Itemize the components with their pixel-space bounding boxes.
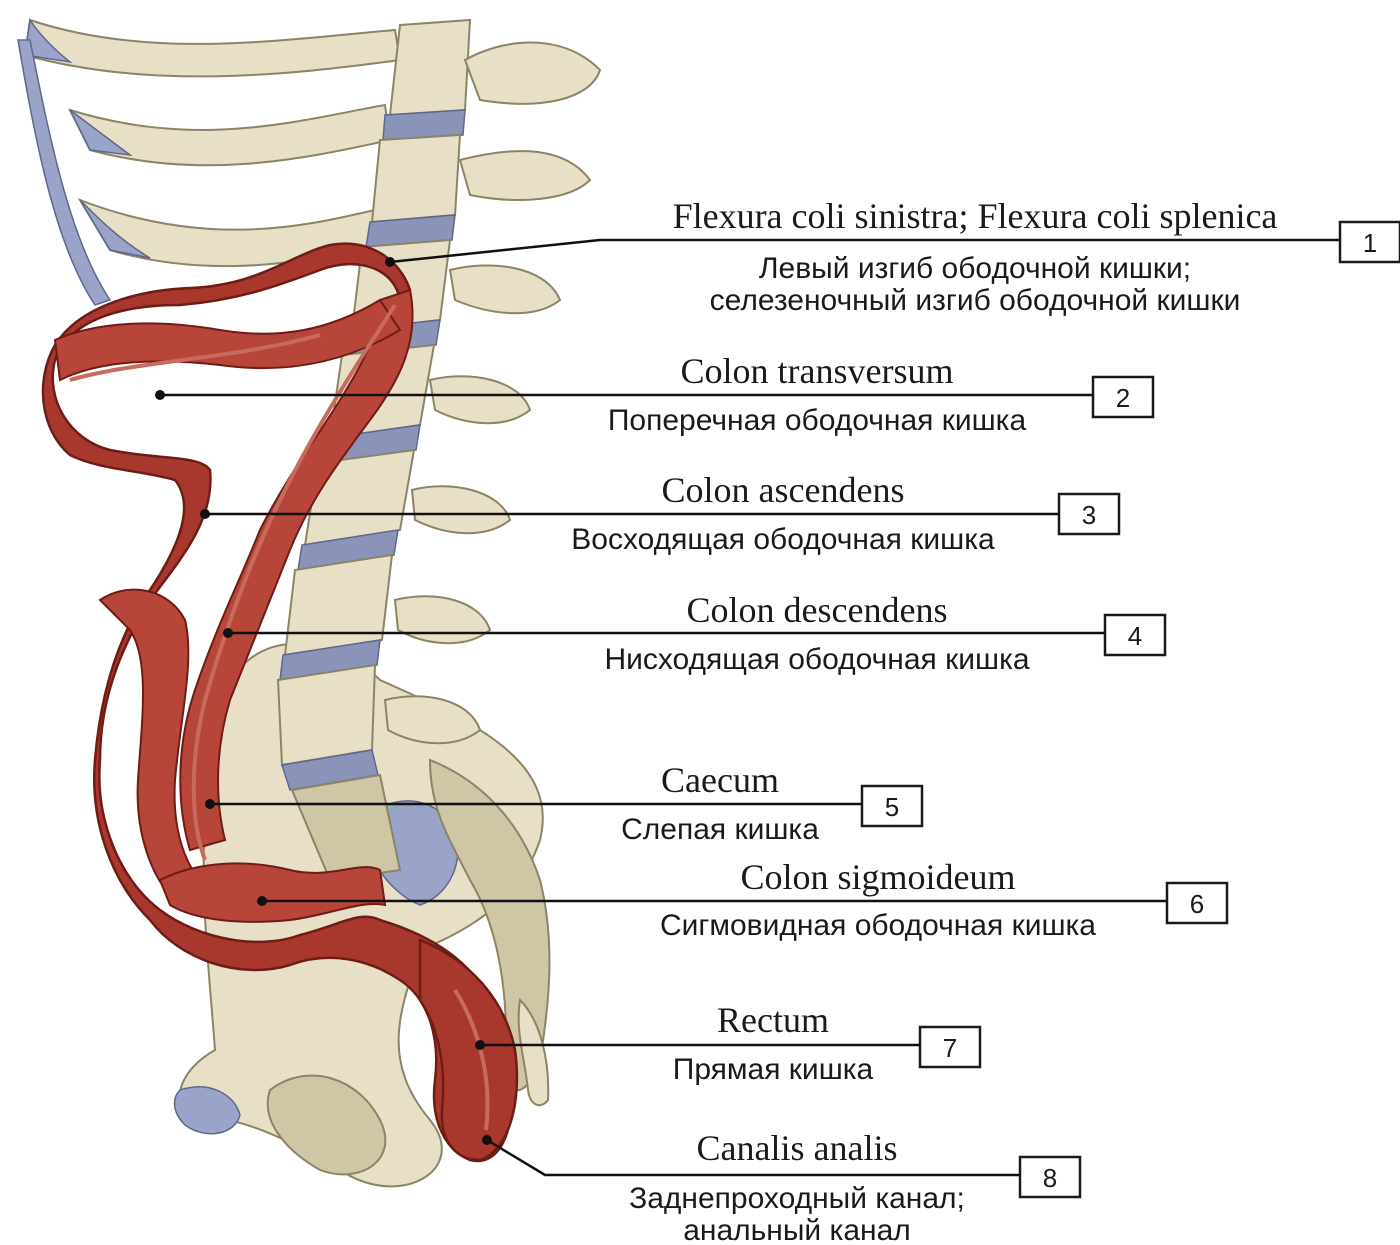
russian-label-2: Поперечная ободочная кишка <box>608 404 1027 437</box>
number-box-3: 3 <box>1059 494 1119 534</box>
number-box-6: 6 <box>1167 883 1227 923</box>
latin-label-3: Colon ascendens <box>662 470 905 510</box>
leader-dot-1 <box>385 257 395 267</box>
number-2: 2 <box>1116 383 1130 413</box>
number-box-8: 8 <box>1020 1157 1080 1197</box>
latin-label-4: Colon descendens <box>687 590 948 630</box>
russian-label-5: Слепая кишка <box>621 813 819 846</box>
number-1: 1 <box>1363 228 1377 258</box>
russian-label-6: Сигмовидная ободочная кишка <box>660 909 1096 942</box>
russian-label-1a: Левый изгиб ободочной кишки; <box>759 252 1191 285</box>
russian-label-1b: селезеночный изгиб ободочной кишки <box>710 284 1241 317</box>
number-7: 7 <box>943 1033 957 1063</box>
russian-label-8a: Заднепроходный канал; <box>629 1182 965 1215</box>
latin-label-2: Colon transversum <box>681 351 954 391</box>
number-8: 8 <box>1043 1163 1057 1193</box>
anatomy-illustration <box>18 20 600 1186</box>
number-box-5: 5 <box>862 786 922 826</box>
number-box-2: 2 <box>1093 377 1153 417</box>
russian-label-8b: анальный канал <box>683 1214 911 1245</box>
leader-dot-2 <box>155 390 165 400</box>
leader-dot-4 <box>223 628 233 638</box>
number-4: 4 <box>1128 621 1142 651</box>
leader-dot-7 <box>475 1040 485 1050</box>
leader-dot-3 <box>200 509 210 519</box>
number-box-4: 4 <box>1105 615 1165 655</box>
russian-label-4: Нисходящая ободочная кишка <box>604 643 1029 676</box>
number-5: 5 <box>885 792 899 822</box>
latin-label-5: Caecum <box>661 760 779 800</box>
leader-dot-5 <box>205 799 215 809</box>
number-6: 6 <box>1190 889 1204 919</box>
text-labels: Flexura coli sinistra; Flexura coli sple… <box>571 196 1277 1245</box>
number-box-7: 7 <box>920 1027 980 1067</box>
latin-label-7: Rectum <box>717 1000 829 1040</box>
latin-label-8: Canalis analis <box>697 1128 898 1168</box>
leader-dot-6 <box>257 896 267 906</box>
russian-label-3: Восходящая ободочная кишка <box>571 523 995 556</box>
russian-label-7: Прямая кишка <box>673 1053 874 1086</box>
latin-label-6: Colon sigmoideum <box>740 857 1015 897</box>
latin-label-1: Flexura coli sinistra; Flexura coli sple… <box>673 196 1278 236</box>
number-3: 3 <box>1082 500 1096 530</box>
leader-dot-8 <box>482 1135 492 1145</box>
number-box-1: 1 <box>1340 222 1400 262</box>
